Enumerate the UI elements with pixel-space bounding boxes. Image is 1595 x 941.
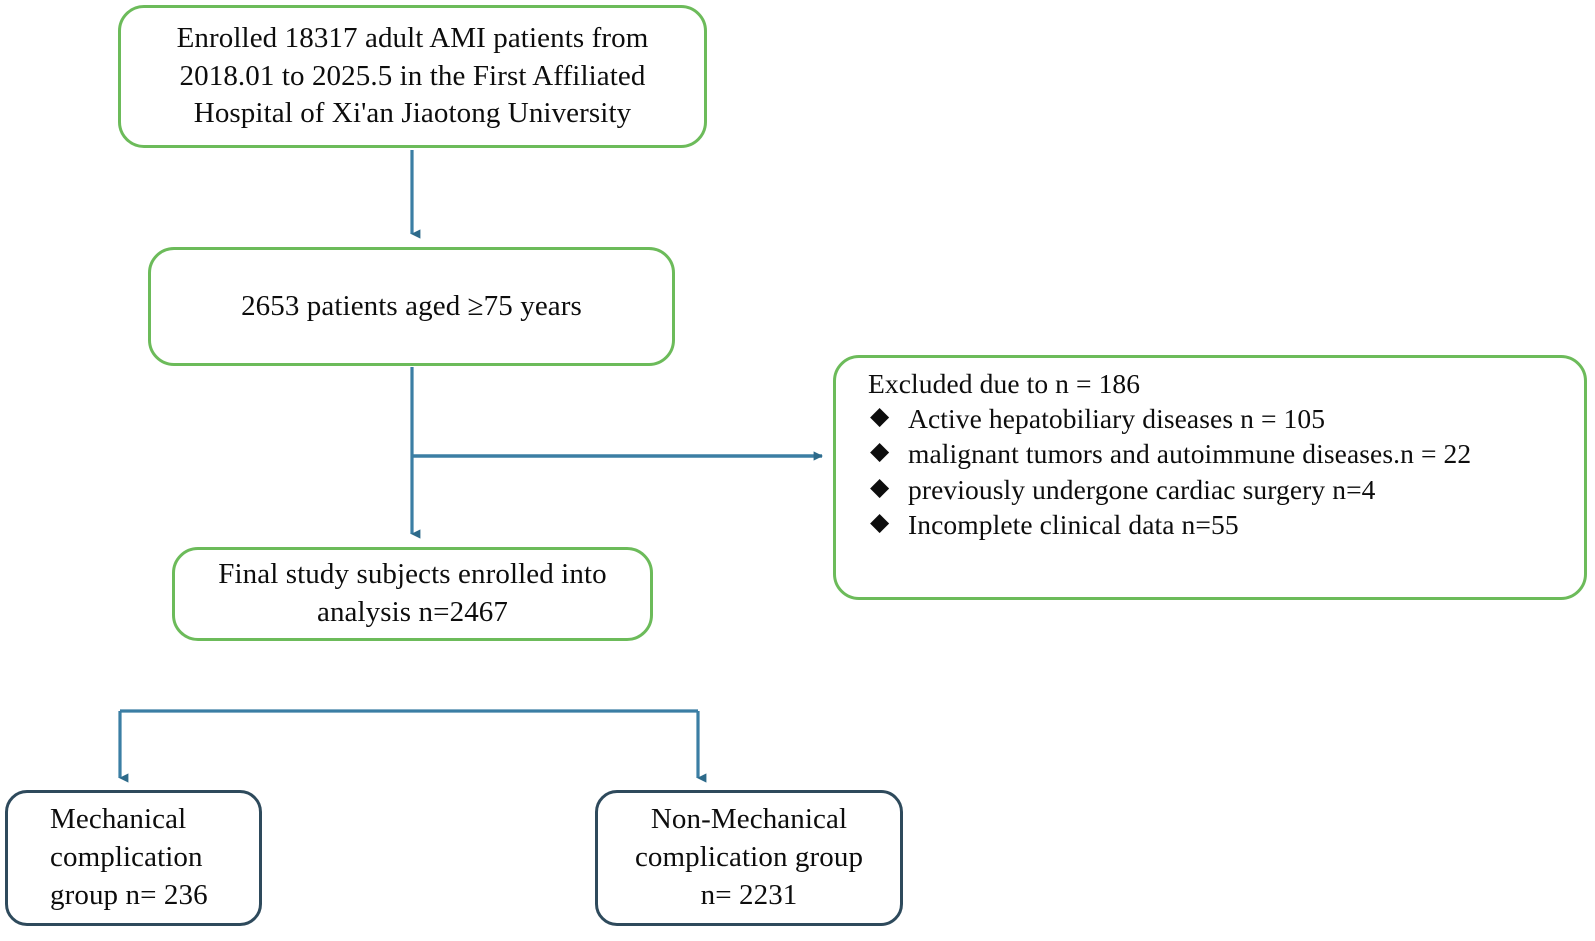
- exclusions-heading: Excluded due to n = 186: [868, 368, 1141, 399]
- exclusions-list: ◆ Active hepatobiliary diseases n = 105 …: [836, 401, 1584, 542]
- exclusion-item: ◆ Active hepatobiliary diseases n = 105: [868, 401, 1574, 436]
- node-mechanical-line-1: Mechanical: [50, 803, 187, 836]
- exclusion-item-label: previously undergone cardiac surgery n=4: [908, 473, 1376, 505]
- node-enrolled-text: Enrolled 18317 adult AMI patients from 2…: [121, 20, 704, 133]
- exclusion-item-label: malignant tumors and autoimmune diseases…: [908, 438, 1472, 470]
- exclusion-item: ◆ Incomplete clinical data n=55: [868, 507, 1574, 542]
- node-final-text: Final study subjects enrolled into analy…: [175, 556, 650, 631]
- node-aged-line-1: 2653 patients aged ≥75 years: [241, 289, 582, 322]
- node-non-mechanical-text: Non-Mechanical complication group n= 223…: [598, 801, 900, 914]
- node-non-mechanical-complication-group: Non-Mechanical complication group n= 223…: [595, 790, 903, 926]
- node-final-study-subjects: Final study subjects enrolled into analy…: [172, 547, 653, 641]
- node-enrolled-patients: Enrolled 18317 adult AMI patients from 2…: [118, 5, 707, 148]
- node-aged-75-plus: 2653 patients aged ≥75 years: [148, 247, 675, 366]
- exclusion-item: ◆ malignant tumors and autoimmune diseas…: [868, 436, 1574, 471]
- node-mechanical-complication-group: Mechanical complication group n= 236: [5, 790, 262, 926]
- node-mechanical-line-3: group n= 236: [50, 878, 208, 911]
- node-final-line-1: Final study subjects enrolled into: [218, 558, 607, 591]
- diamond-bullet-icon: ◆: [870, 438, 890, 466]
- node-non-mechanical-line-2: complication group: [634, 841, 864, 874]
- diamond-bullet-icon: ◆: [870, 403, 890, 431]
- node-enrolled-line-2: 2018.01 to 2025.5 in the First Affiliate…: [179, 59, 646, 92]
- node-non-mechanical-line-3: n= 2231: [700, 878, 798, 911]
- node-non-mechanical-line-1: Non-Mechanical: [650, 803, 848, 836]
- diamond-bullet-icon: ◆: [870, 473, 890, 501]
- exclusion-item-label: Active hepatobiliary diseases n = 105: [908, 403, 1326, 435]
- exclusion-item: ◆ previously undergone cardiac surgery n…: [868, 472, 1574, 507]
- node-enrolled-line-1: Enrolled 18317 adult AMI patients from: [176, 21, 649, 54]
- node-aged-text: 2653 patients aged ≥75 years: [151, 288, 672, 326]
- node-mechanical-line-2: complication: [50, 841, 203, 874]
- node-mechanical-text: Mechanical complication group n= 236: [8, 801, 259, 914]
- diamond-bullet-icon: ◆: [870, 508, 890, 536]
- exclusion-item-label: Incomplete clinical data n=55: [908, 508, 1239, 540]
- node-exclusions: Excluded due to n = 186 ◆ Active hepatob…: [833, 355, 1587, 600]
- node-enrolled-line-3: Hospital of Xi'an Jiaotong University: [193, 97, 632, 130]
- node-final-line-2: analysis n=2467: [316, 596, 509, 628]
